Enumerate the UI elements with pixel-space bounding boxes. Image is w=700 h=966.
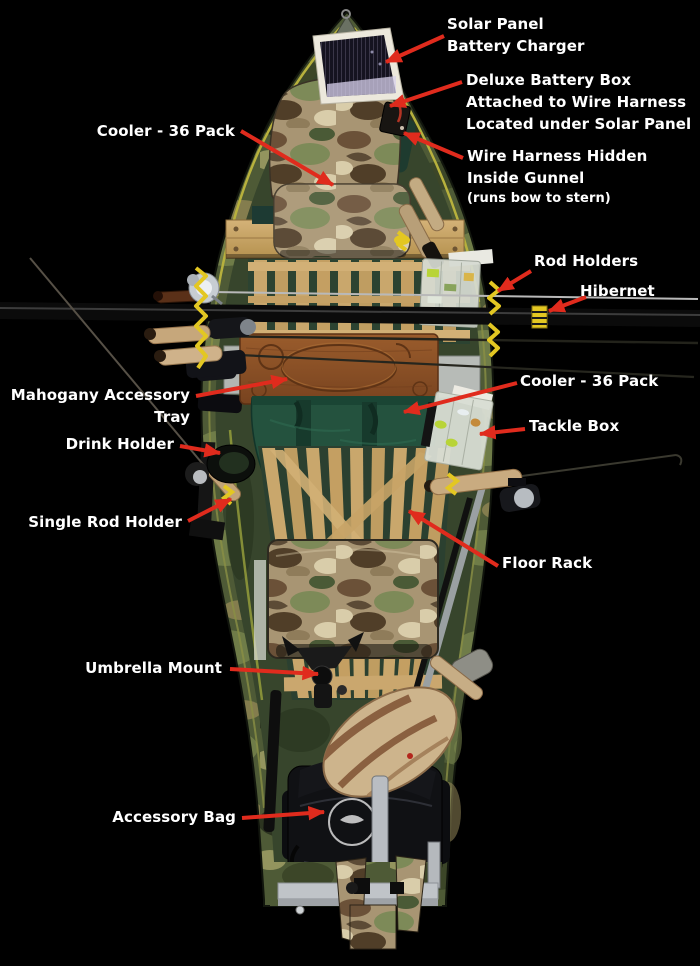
- stern-motor-mount: [270, 841, 442, 950]
- baitcast-reel: [207, 317, 253, 339]
- hibernet-band: [531, 305, 548, 329]
- label-tackle-box: Tackle Box: [529, 417, 620, 435]
- solar-panel: [312, 27, 405, 105]
- label-accessory-bag: Accessory Bag: [112, 808, 236, 826]
- label-cooler-midship: Cooler - 36 Pack: [520, 372, 659, 390]
- paddle: [308, 648, 494, 798]
- drink-holder: [206, 444, 256, 484]
- label-hibernet: Hibernet: [580, 282, 655, 300]
- label-wire-harness: Wire Harness Hidden Inside Gunnel(runs b…: [467, 147, 648, 206]
- label-battery-box: Deluxe Battery Box Attached to Wire Harn…: [466, 71, 692, 133]
- label-mahogany-tray: Mahogany Accessory Tray: [10, 386, 190, 426]
- starboard-rod: [424, 454, 683, 513]
- hibernet-pole: [0, 302, 700, 327]
- label-solar-panel: Solar Panel Battery Charger: [447, 15, 585, 55]
- label-single-rod-holder: Single Rod Holder: [28, 513, 182, 531]
- label-rod-holders: Rod Holders: [534, 252, 639, 270]
- label-cooler-bow: Cooler - 36 Pack: [96, 122, 235, 140]
- label-floor-rack: Floor Rack: [502, 554, 593, 572]
- mahogany-accessory-tray: [239, 333, 439, 405]
- motor-shaft: [371, 775, 389, 877]
- label-umbrella-mount: Umbrella Mount: [85, 659, 222, 677]
- label-drink-holder: Drink Holder: [65, 435, 174, 453]
- fishing-rods: [0, 272, 700, 379]
- stern-seat-cushion: [267, 539, 439, 659]
- rod-holder-clips: [194, 230, 501, 370]
